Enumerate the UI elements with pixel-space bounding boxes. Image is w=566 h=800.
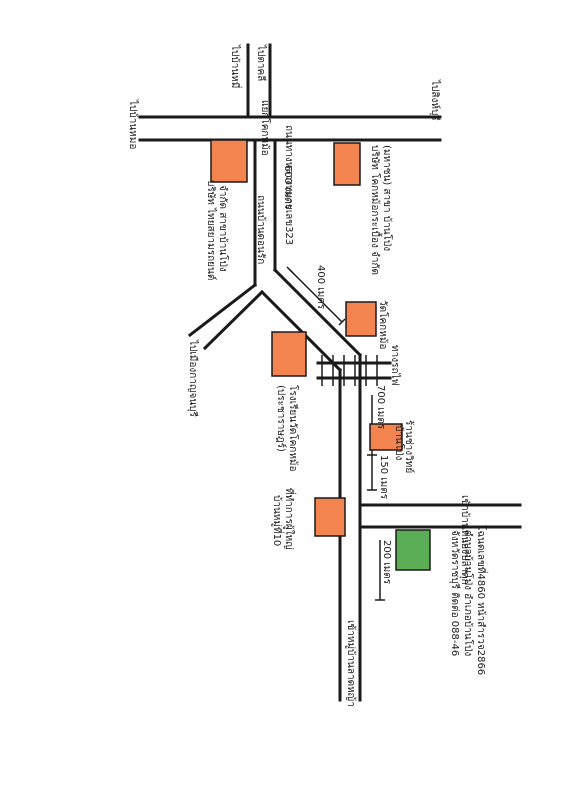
label-school: โรงเรียนวัดโคกหม้อ <box>287 385 300 472</box>
label-temple: วัดโคกหม้อ <box>377 300 390 349</box>
label-dist-400: 400 เมตร <box>315 265 326 310</box>
label-to-takli: ไปตาคลี <box>255 44 267 81</box>
label-destination-3: จังหวัดราชบุรี ติดต่อ 088-46 <box>449 530 461 656</box>
label-railway: ทางรถไฟ <box>389 345 401 386</box>
label-destination-2: ตำบลบ้านโป่ง อำเภอบ้านโป่ง <box>462 530 475 656</box>
branch-left-inner <box>202 289 265 351</box>
label-to-ban-mi: ไปบ้านหมี่ <box>229 44 243 88</box>
label-dist-150: 150 เมตร <box>378 455 389 500</box>
branch-left-outer <box>187 282 258 338</box>
label-to-ban-mo: ไปบ้านหมอ <box>127 99 139 149</box>
landmark-company-left <box>210 139 248 183</box>
landmark-school <box>271 331 307 377</box>
landmark-temple <box>345 301 377 337</box>
label-company-branch: (มหาชน) สาขา บ้านโป่ง <box>381 145 394 251</box>
label-intersection: แยกโคกหม้อ <box>259 100 272 156</box>
label-company-left: บริษัท ไทยสยามรถยนต์ <box>205 180 217 280</box>
roads <box>138 43 522 702</box>
label-shop: ร้านช่างวิทย์ <box>403 420 415 473</box>
label-dist-700: 700 เมตร <box>375 385 386 430</box>
label-district-office: ที่ทำการผู้ใหญ่ <box>283 488 297 550</box>
label-to-sing-buri: ไปสิงห์บุรี <box>429 79 441 121</box>
label-district-office-2: บ้านหมู่ที่10 <box>271 495 285 546</box>
label-destination-1: โฉนดเลขที่4860 หน้าสำรวจ2866 <box>475 525 489 675</box>
label-school-2: (ประชาราษฎร์) <box>275 385 287 452</box>
label-dist-200: 200 เมตร <box>381 540 392 585</box>
landmark-shop <box>369 423 403 451</box>
diagonal-road-upper <box>272 267 363 358</box>
label-company-top: บริษัท โคกหม้อกระเบื้อง จำกัด <box>369 145 383 275</box>
railway <box>316 355 392 386</box>
label-dist-600: 600 เมตร <box>282 165 293 210</box>
label-road-local: ถนนบ้านดอนรัก <box>255 195 267 264</box>
label-company-left-2: จำกัด สาขาบ้านโป่ง <box>217 185 230 272</box>
label-to-ban-lat: เข้าหมู่บ้านลาดหญ้า <box>345 620 357 707</box>
destination-plot <box>395 529 431 571</box>
label-to-kan-ton: ไปเมืองกาญจนบุรี <box>187 339 199 418</box>
map-labels: ไปบ้านหมี่ ไปตาคลี ไปบ้านหมอ ไปสิงห์บุรี… <box>127 44 489 707</box>
landmark-district-office <box>314 497 346 537</box>
label-shop-2: บ้านโป่ง <box>393 425 406 461</box>
landmark-company-top <box>333 142 361 186</box>
diagonal-road-lower <box>259 289 343 373</box>
label-to-ban-nong: เข้าบ้านหนองปลาดุก <box>459 495 471 585</box>
label-highway-323: ถนนทางหลวงหมายเลข323 <box>283 125 294 245</box>
